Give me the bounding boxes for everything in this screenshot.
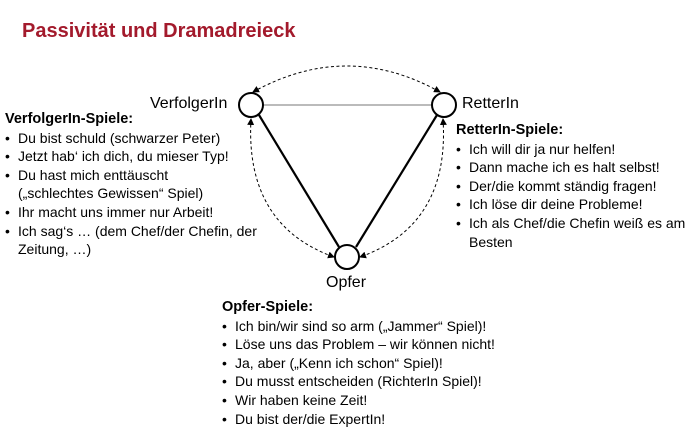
- list-item: Du musst entscheiden (RichterIn Spiel)!: [222, 372, 562, 391]
- list-item: Ich sag‘s … (dem Chef/der Chefin, der Ze…: [5, 222, 263, 259]
- list-item: Du bist schuld (schwarzer Peter): [5, 129, 265, 148]
- opfer-games-heading: Opfer-Spiele:: [222, 299, 314, 315]
- dashed-arrow-top: [252, 65, 441, 93]
- list-item: Ihr macht uns immer nur Arbeit!: [5, 203, 265, 222]
- verfolger-games-heading: VerfolgerIn-Spiele:: [5, 111, 134, 127]
- list-item: Ich als Chef/die Chefin weiß es am Beste…: [456, 214, 696, 251]
- dashed-arrow-right: [359, 118, 447, 259]
- list-item: Ich bin/wir sind so arm („Jammer“ Spiel)…: [222, 317, 562, 336]
- verfolger-games: VerfolgerIn-Spiele: Du bist schuld (schw…: [5, 110, 265, 259]
- list-item: Löse uns das Problem – wir können nicht!: [222, 335, 562, 354]
- retter-games: RetterIn-Spiele: Ich will dir ja nur hel…: [456, 121, 696, 251]
- list-item: Der/die kommt ständig fragen!: [456, 177, 696, 196]
- list-item: Ich löse dir deine Probleme!: [456, 195, 696, 214]
- list-item: Ich will dir ja nur helfen!: [456, 140, 696, 159]
- list-item: Wir haben keine Zeit!: [222, 391, 562, 410]
- retter-games-heading: RetterIn-Spiele:: [456, 122, 564, 138]
- list-item: Du hast mich enttäuscht („schlechtes Gew…: [5, 166, 238, 203]
- label-verfolger: VerfolgerIn: [150, 95, 228, 112]
- node-verfolger: [238, 92, 264, 118]
- opfer-games: Opfer-Spiele: Ich bin/wir sind so arm („…: [222, 298, 562, 428]
- list-item: Du bist der/die ExpertIn!: [222, 410, 562, 429]
- edge-verfolger-opfer: [258, 114, 340, 248]
- node-opfer: [334, 244, 360, 270]
- list-item: Jetzt hab‘ ich dich, du mieser Typ!: [5, 147, 265, 166]
- list-item: Ja, aber („Kenn ich schon“ Spiel)!: [222, 354, 562, 373]
- label-retter: RetterIn: [462, 95, 519, 112]
- edge-retter-opfer: [355, 114, 438, 248]
- node-retter: [431, 92, 457, 118]
- label-opfer: Opfer: [326, 274, 367, 291]
- list-item: Dann mache ich es halt selbst!: [456, 158, 696, 177]
- slide-title: Passivität und Dramadreieck: [22, 20, 296, 42]
